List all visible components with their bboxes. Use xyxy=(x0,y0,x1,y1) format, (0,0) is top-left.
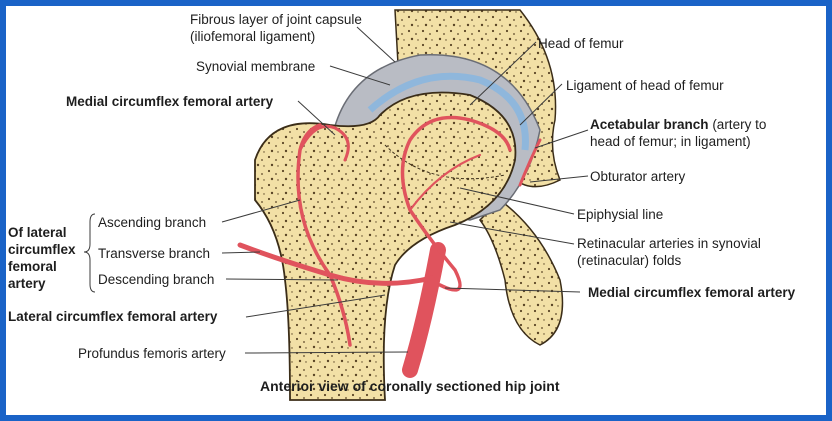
femur-bone xyxy=(254,91,517,401)
ischium-bone xyxy=(479,199,564,346)
label-obturator-artery: Obturator artery xyxy=(590,169,686,184)
label-head-of-femur: Head of femur xyxy=(538,36,624,51)
label-profundus: Profundus femoris artery xyxy=(78,346,226,361)
label-lateral-circumflex: Lateral circumflex femoral artery xyxy=(8,309,218,324)
copyright-notice: Copyright © 2011 Wolters Kluwer Health |… xyxy=(8,405,198,411)
ascending-branch-artery xyxy=(296,123,332,277)
profundus-artery xyxy=(402,242,446,378)
label-synovial-membrane: Synovial membrane xyxy=(196,59,316,74)
label-iliofemoral: (iliofemoral ligament) xyxy=(190,29,316,44)
medial-circumflex-artery xyxy=(400,115,512,292)
descending-branch-artery xyxy=(328,273,352,347)
label-medial-circumflex-top: Medial circumflex femoral artery xyxy=(66,94,274,109)
upper-loop-artery xyxy=(298,124,350,162)
retinacular-artery xyxy=(408,153,482,212)
acetabular-branch-artery xyxy=(518,138,542,187)
epiphysial-line xyxy=(384,144,506,180)
label-retinacular-2: (retinacular) folds xyxy=(577,253,682,268)
label-acetabular-branch-note: head of femur; in ligament) xyxy=(590,134,751,149)
label-descending-branch: Descending branch xyxy=(98,272,215,287)
articular-cartilage xyxy=(367,72,529,151)
label-acetabular-branch: Acetabular branch (artery to xyxy=(590,117,767,132)
label-transverse-branch: Transverse branch xyxy=(98,246,211,261)
label-retinacular-1: Retinacular arteries in synovial xyxy=(577,236,761,251)
label-of-lateral: Of lateral xyxy=(8,225,67,240)
label-ligament-of-head: Ligament of head of femur xyxy=(566,78,724,93)
label-ascending-branch: Ascending branch xyxy=(98,215,207,230)
label-circumflex: circumflex xyxy=(8,242,76,257)
figure-caption: Anterior view of coronally sectioned hip… xyxy=(260,378,560,394)
label-fibrous-layer: Fibrous layer of joint capsule xyxy=(190,12,362,27)
label-epiphysial-line: Epiphysial line xyxy=(577,207,664,222)
label-artery: artery xyxy=(8,276,46,291)
label-femoral: femoral xyxy=(8,259,57,274)
label-medial-circumflex-right: Medial circumflex femoral artery xyxy=(588,285,796,300)
